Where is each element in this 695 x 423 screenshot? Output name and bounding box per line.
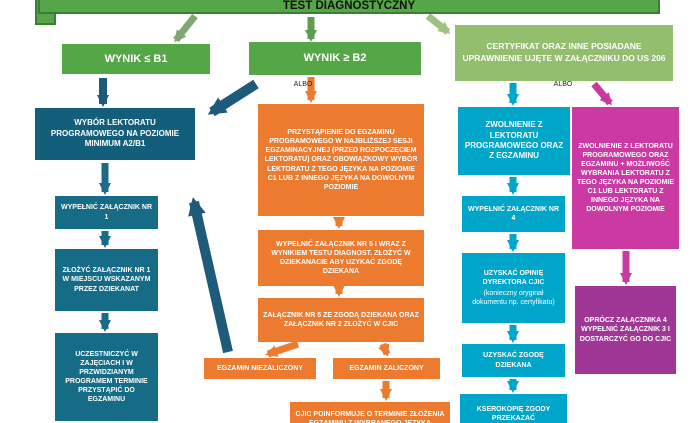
arrow-b2-to-choose	[207, 79, 259, 117]
diagram-title-label: TEST DIAGNOSTYCZNY	[282, 0, 416, 12]
arrow-title-to-certificate	[425, 13, 451, 35]
node-dean-consent: UZYSKAĆ ZGODĘ DZIEKANA	[462, 344, 565, 377]
node-exam-failed: EGZAMIN NIEZALICZONY	[204, 358, 316, 379]
node-attachment-5-consent: ZAŁĄCZNIK NR 5 ZE ZGODĄ DZIEKANA ORAZ ZA…	[258, 298, 424, 342]
node-fill-attachment-1: WYPEŁNIĆ ZAŁĄCZNIK NR 1	[55, 196, 158, 229]
connector-label-albo-mid: ALBO	[293, 81, 313, 88]
node-result-b2: WYNIK ≥ B2	[249, 42, 421, 75]
node-exemption-plus: ZWOLNIENIE Z LEKTORATU PROGRAMOWEGO ORAZ…	[572, 107, 679, 249]
node-choose-lektorat: WYBÓR LEKTORATU PROGRAMOWEGO NA POZIOMIE…	[35, 108, 195, 160]
director-opinion-label: UZYSKAĆ OPINIĘ DYREKTORA CJIC	[482, 269, 545, 286]
node-attend-classes: UCZESTNICZYĆ W ZAJĘCIACH I W PRZWIDZIANY…	[55, 333, 158, 421]
arrow-consent-to-passed	[378, 342, 391, 357]
node-certificate: CERTYFIKAT ORAZ INNE POSIADANE UPRAWNIEN…	[455, 25, 673, 81]
director-opinion-note: (konieczny oryginał dokumentu np. certyf…	[472, 290, 555, 307]
arrow-consent-to-failed	[265, 340, 300, 358]
node-fill-attachment-4: WYPEŁNIĆ ZAŁĄCZNIK NR 4	[462, 196, 565, 232]
node-director-opinion: UZYSKAĆ OPINIĘ DYREKTORA CJIC (konieczny…	[462, 253, 565, 323]
node-fill-attachment-5: WYPEŁNIĆ ZAŁĄCZNIK NR 5 I WRAZ Z WYNIKIE…	[258, 230, 424, 286]
node-result-b1: WYNIK ≤ B1	[62, 44, 210, 74]
arrow-title-to-b1	[173, 13, 198, 43]
node-besides-attachment-4: OPRÓCZ ZAŁĄCZNIKA 4 WYPEŁNIĆ ZAŁĄCZNIK 3…	[575, 286, 676, 374]
node-exemption-program: ZWOLNIENIE Z LEKTORATU PROGRAMOWEGO ORAZ…	[458, 107, 570, 175]
diagram-title: TEST DIAGNOSTYCZNY	[38, 0, 660, 14]
node-exam-passed: EGZAMIN ZALICZONY	[333, 358, 440, 379]
node-cjic-info: CJIC POINFORMUJE O TERMINIE ZŁOŻENIA EGZ…	[290, 402, 450, 423]
node-copy-consent: KSEROKOPIĘ ZGODY PRZEKAZAĆ	[460, 394, 567, 423]
connector-label-albo-right: ALBO	[553, 81, 573, 88]
node-submit-attachment-1: ZŁOŻYĆ ZAŁĄCZNIK NR 1 W MIEJSCU WSKAZANY…	[55, 249, 158, 311]
arrow-failed-retry-loop	[188, 197, 233, 354]
arrow-certificate-to-exemption-plus	[591, 81, 613, 106]
node-exam-entry: PRZYSTĄPIENIE DO EGZAMINU PROGRAMOWEGO W…	[258, 104, 424, 216]
